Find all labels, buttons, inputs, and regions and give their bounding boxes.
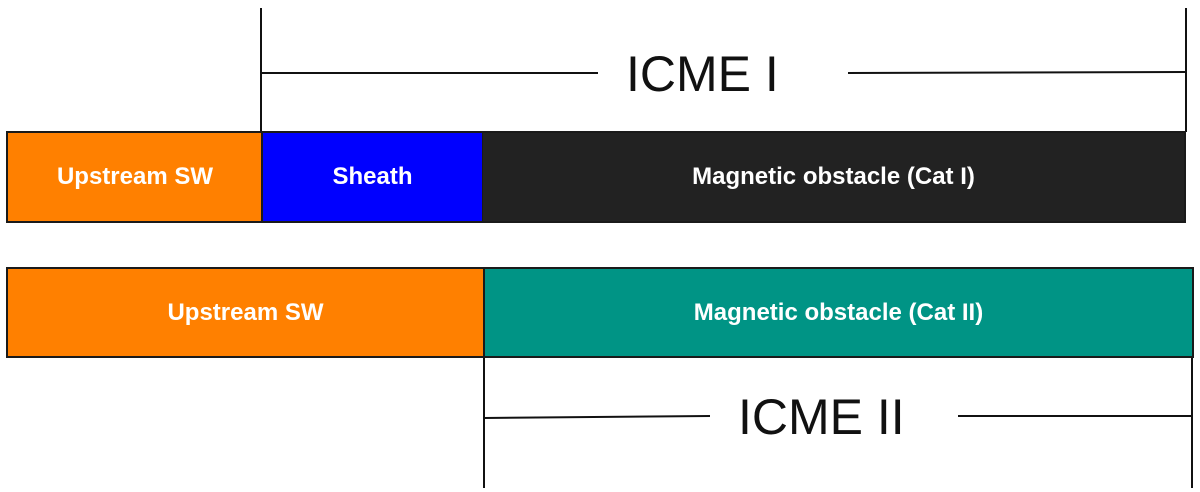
row1-magnetic-obstacle: Magnetic obstacle (Cat I) <box>483 131 1186 223</box>
row2-magnetic-obstacle: Magnetic obstacle (Cat II) <box>483 267 1194 358</box>
row2-upstream-sw-label: Upstream SW <box>167 298 324 326</box>
icme-2-label: ICME II <box>724 392 919 442</box>
row1-upstream-sw-label: Upstream SW <box>56 163 214 190</box>
row1-upstream-sw: Upstream SW <box>6 131 262 223</box>
row1-sheath-label: Sheath <box>332 163 413 190</box>
icme-1-line-right <box>847 71 1187 74</box>
icme-1-label: ICME I <box>612 49 793 99</box>
row1-magnetic-obstacle-label: Magnetic obstacle (Cat I) <box>692 163 975 190</box>
row1-sheath: Sheath <box>261 131 484 223</box>
row2-magnetic-obstacle-label: Magnetic obstacle (Cat II) <box>693 298 984 326</box>
icme-2-line-left <box>483 415 711 419</box>
row2-upstream-sw: Upstream SW <box>6 267 485 358</box>
